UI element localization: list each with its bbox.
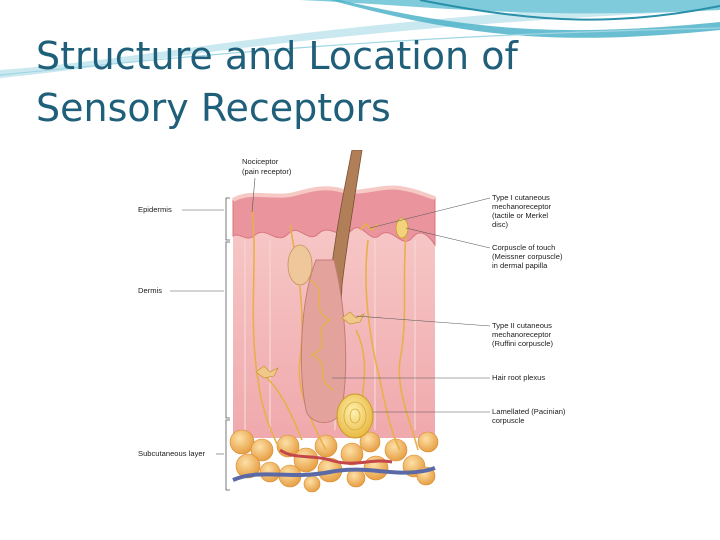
label-type1-4: disc) — [492, 220, 509, 229]
label-type2-3: (Ruffini corpuscle) — [492, 339, 554, 348]
title-line-2: Sensory Receptors — [36, 86, 391, 130]
label-meissner-3: in dermal papilla — [492, 261, 548, 270]
layer-brackets — [226, 198, 230, 490]
label-pacinian-1: Lamellated (Pacinian) — [492, 407, 566, 416]
label-type1-2: mechanoreceptor — [492, 202, 552, 211]
skin-diagram: Epidermis Dermis Subcutaneous layer Noci… — [130, 150, 600, 500]
skin-receptor-figure: Epidermis Dermis Subcutaneous layer Noci… — [130, 150, 600, 500]
label-subcutaneous: Subcutaneous layer — [138, 449, 206, 458]
title-line-1: Structure and Location of — [36, 34, 518, 78]
label-nociceptor-2: (pain receptor) — [242, 167, 292, 176]
label-meissner-2: (Meissner corpuscle) — [492, 252, 563, 261]
pacinian-corpuscle — [337, 394, 373, 438]
label-hair-root-plexus: Hair root plexus — [492, 373, 545, 382]
label-dermis: Dermis — [138, 286, 162, 295]
label-type1-3: (tactile or Merkel — [492, 211, 548, 220]
label-nociceptor-1: Nociceptor — [242, 157, 279, 166]
label-epidermis: Epidermis — [138, 205, 172, 214]
label-meissner-1: Corpuscle of touch — [492, 243, 555, 252]
sebaceous-gland — [288, 245, 312, 285]
label-pacinian-2: corpuscle — [492, 416, 525, 425]
label-type2-1: Type II cutaneous — [492, 321, 552, 330]
slide-title: Structure and Location of Sensory Recept… — [36, 30, 636, 134]
label-type1-1: Type I cutaneous — [492, 193, 550, 202]
label-type2-2: mechanoreceptor — [492, 330, 552, 339]
